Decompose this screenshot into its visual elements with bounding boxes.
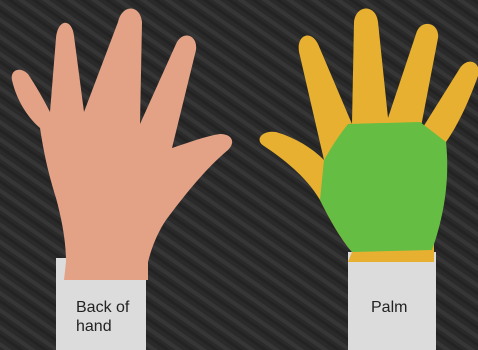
palm-area <box>320 122 447 252</box>
palm-label: Palm <box>371 298 407 317</box>
back-of-hand-label: Back of hand <box>76 298 146 336</box>
